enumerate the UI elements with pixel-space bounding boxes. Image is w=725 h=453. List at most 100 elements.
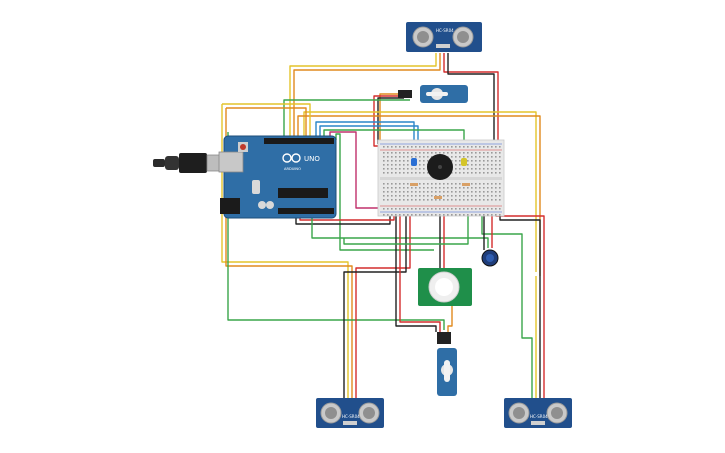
breadboard-hole bbox=[463, 214, 465, 216]
breadboard-hole bbox=[439, 183, 441, 185]
breadboard-hole bbox=[499, 152, 501, 154]
breadboard-hole bbox=[475, 199, 477, 201]
breadboard-hole bbox=[395, 160, 397, 162]
breadboard-hole bbox=[391, 183, 393, 185]
breadboard-hole bbox=[439, 191, 441, 193]
breadboard-hole bbox=[463, 187, 465, 189]
breadboard-hole bbox=[419, 168, 421, 170]
breadboard-hole bbox=[487, 146, 489, 148]
breadboard-hole bbox=[451, 160, 453, 162]
breadboard-hole bbox=[415, 187, 417, 189]
breadboard-hole bbox=[499, 195, 501, 197]
breadboard-hole bbox=[499, 183, 501, 185]
breadboard-hole bbox=[383, 146, 385, 148]
breadboard-hole bbox=[475, 191, 477, 193]
breadboard-hole bbox=[391, 172, 393, 174]
breadboard-hole bbox=[423, 214, 425, 216]
breadboard-hole bbox=[391, 191, 393, 193]
arduino-uno-board[interactable]: UNO ARDUINO bbox=[218, 135, 337, 219]
breadboard-hole bbox=[435, 191, 437, 193]
breadboard-hole bbox=[443, 199, 445, 201]
breadboard-hole bbox=[427, 160, 429, 162]
breadboard-hole bbox=[395, 164, 397, 166]
resistor bbox=[462, 183, 470, 186]
breadboard-hole bbox=[435, 199, 437, 201]
breadboard-hole bbox=[431, 199, 433, 201]
breadboard-hole bbox=[415, 191, 417, 193]
breadboard-hole bbox=[451, 187, 453, 189]
breadboard-hole bbox=[479, 164, 481, 166]
breadboard-hole bbox=[451, 195, 453, 197]
breadboard-hole bbox=[403, 183, 405, 185]
breadboard-hole bbox=[427, 208, 429, 210]
breadboard-hole bbox=[427, 195, 429, 197]
breadboard-hole bbox=[475, 172, 477, 174]
breadboard-hole bbox=[387, 208, 389, 210]
breadboard-hole bbox=[459, 187, 461, 189]
ultrasonic-sensor-top[interactable]: HC-SR04 bbox=[406, 22, 482, 52]
breadboard-hole bbox=[427, 199, 429, 201]
breadboard-hole bbox=[447, 195, 449, 197]
potentiometer-icon[interactable] bbox=[481, 249, 499, 267]
breadboard-hole bbox=[399, 156, 401, 158]
breadboard-hole bbox=[395, 187, 397, 189]
breadboard-hole bbox=[399, 146, 401, 148]
breadboard-hole bbox=[403, 168, 405, 170]
breadboard-hole bbox=[407, 146, 409, 148]
breadboard-hole bbox=[419, 195, 421, 197]
breadboard-hole bbox=[431, 146, 433, 148]
breadboard-hole bbox=[435, 146, 437, 148]
breadboard-hole bbox=[451, 183, 453, 185]
breadboard-hole bbox=[387, 146, 389, 148]
breadboard-hole bbox=[471, 152, 473, 154]
breadboard-hole bbox=[419, 214, 421, 216]
breadboard-hole bbox=[491, 172, 493, 174]
breadboard-hole bbox=[467, 146, 469, 148]
wire-servo-top-green bbox=[283, 99, 410, 140]
breadboard-hole bbox=[495, 160, 497, 162]
wire-bb-servo-red bbox=[399, 212, 441, 332]
breadboard-hole bbox=[447, 187, 449, 189]
breadboard-hole bbox=[455, 187, 457, 189]
breadboard-hole bbox=[467, 172, 469, 174]
breadboard-hole bbox=[495, 199, 497, 201]
breadboard-hole bbox=[491, 146, 493, 148]
pir-sensor-icon[interactable] bbox=[418, 268, 472, 306]
breadboard-hole bbox=[423, 187, 425, 189]
breadboard-hole bbox=[419, 199, 421, 201]
breadboard-hole bbox=[487, 195, 489, 197]
breadboard-hole bbox=[411, 168, 413, 170]
servo-motor-icon[interactable] bbox=[398, 85, 468, 103]
breadboard-hole bbox=[403, 172, 405, 174]
breadboard-hole bbox=[491, 199, 493, 201]
breadboard[interactable] bbox=[377, 139, 505, 217]
ultrasonic-sensor-left[interactable]: HC-SR04 bbox=[316, 398, 384, 428]
breadboard-hole bbox=[399, 214, 401, 216]
servo-motor-bottom[interactable] bbox=[437, 332, 457, 396]
breadboard-hole bbox=[487, 152, 489, 154]
wire-arduino-orange-1 bbox=[297, 115, 541, 276]
resistor bbox=[434, 196, 442, 199]
breadboard-hole bbox=[451, 156, 453, 158]
breadboard-hole bbox=[435, 195, 437, 197]
breadboard-hole bbox=[415, 156, 417, 158]
breadboard-hole bbox=[463, 146, 465, 148]
breadboard-hole bbox=[463, 195, 465, 197]
breadboard-hole bbox=[475, 156, 477, 158]
breadboard-hole bbox=[383, 160, 385, 162]
breadboard-hole bbox=[411, 172, 413, 174]
ultrasonic-sensor-right[interactable]: HC-SR04 bbox=[504, 398, 572, 428]
breadboard-hole bbox=[483, 191, 485, 193]
breadboard-hole bbox=[455, 164, 457, 166]
breadboard-hole bbox=[423, 168, 425, 170]
breadboard-hole bbox=[399, 199, 401, 201]
breadboard-hole bbox=[447, 214, 449, 216]
breadboard-hole bbox=[431, 208, 433, 210]
breadboard-hole bbox=[479, 199, 481, 201]
breadboard-hole bbox=[467, 160, 469, 162]
breadboard-hole bbox=[495, 208, 497, 210]
wire-bb-right-sensor-red bbox=[495, 212, 545, 398]
breadboard-hole bbox=[483, 152, 485, 154]
breadboard-hole bbox=[467, 168, 469, 170]
sensor-right-label: HC-SR04 bbox=[530, 414, 548, 419]
